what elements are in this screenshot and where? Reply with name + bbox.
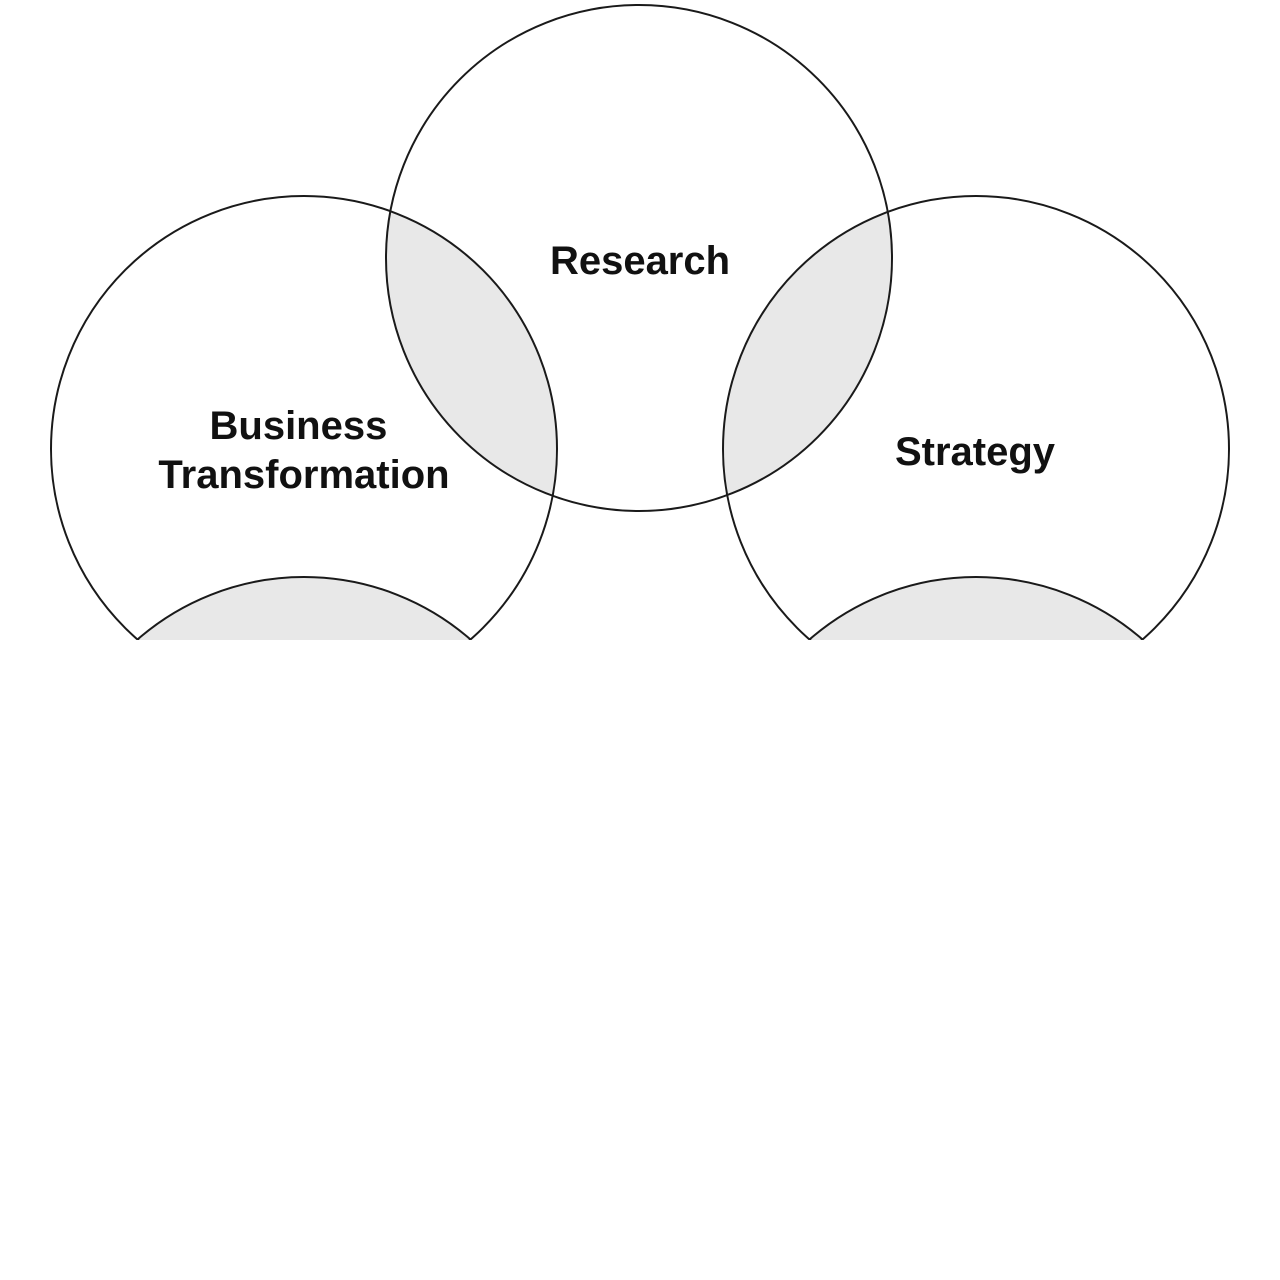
label-strategy-line-1: Strategy bbox=[895, 430, 1056, 474]
label-research: Research bbox=[550, 239, 730, 283]
label-research-line-1: Research bbox=[550, 239, 730, 283]
circle-business-transformation bbox=[50, 195, 558, 640]
overlap-research-business bbox=[386, 196, 557, 511]
overlap-strategy-lower bbox=[723, 577, 1229, 640]
overlap-business-lower bbox=[51, 577, 557, 640]
overlap-research-strategy bbox=[723, 196, 892, 511]
label-strategy: Strategy bbox=[895, 430, 1056, 474]
label-business-transformation-line-1: Business bbox=[210, 404, 388, 448]
circle-research bbox=[385, 4, 893, 512]
label-business-transformation-line-2: Transformation bbox=[158, 453, 449, 497]
arc-strategy-lower bbox=[723, 576, 1229, 640]
arc-business-lower bbox=[51, 576, 557, 640]
venn-shapes bbox=[50, 4, 1230, 640]
label-business-transformation: Business Transformation bbox=[158, 404, 449, 497]
circle-strategy bbox=[722, 195, 1230, 640]
